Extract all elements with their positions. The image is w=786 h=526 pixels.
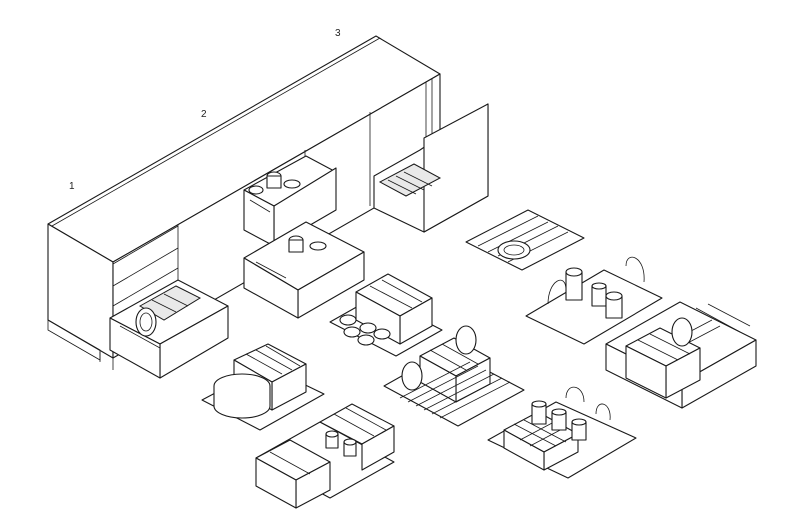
callout-label-1: 1 bbox=[69, 181, 75, 192]
cutlery-divider-with-plate-rack bbox=[383, 325, 525, 427]
plate-rack-insert bbox=[465, 209, 585, 271]
double-cutlery-tray-with-plate-holder bbox=[605, 301, 757, 409]
callout-label-3: 3 bbox=[335, 28, 341, 39]
cutlery-divider-with-jars bbox=[255, 403, 395, 509]
drawer-pots-organizer bbox=[243, 155, 337, 247]
small-compartment-tray-with-canisters bbox=[487, 386, 637, 479]
drawer-cutlery-plate-organizer bbox=[109, 279, 229, 379]
drawer-pots-lower bbox=[243, 221, 365, 319]
drawer-plate-rack bbox=[373, 103, 489, 233]
canister-holder-insert bbox=[525, 256, 663, 345]
cutlery-divider-with-canisters bbox=[329, 273, 443, 357]
cutlery-divider-with-bread-box bbox=[201, 343, 325, 431]
callout-label-2: 2 bbox=[201, 109, 207, 120]
